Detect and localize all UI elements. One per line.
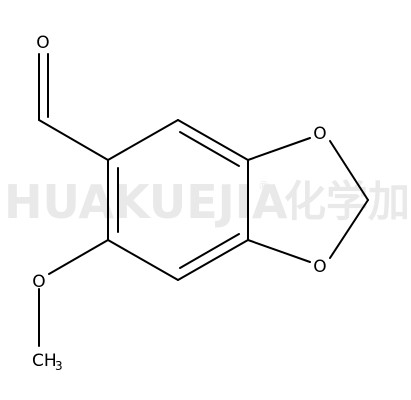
bond-ring-to-cho xyxy=(38,119,109,161)
methylenedioxy-group: O O xyxy=(247,124,369,277)
bond-ring-c4-c5 xyxy=(177,239,249,281)
bond-ring-c1-c2 xyxy=(107,119,179,161)
benzene-ring xyxy=(107,119,249,281)
bond-o-ch2-top xyxy=(329,140,369,201)
watermark-cjk: 化学加 xyxy=(284,177,410,226)
bond-ring-to-o xyxy=(48,239,109,275)
watermark-registered-mark: ® xyxy=(258,179,270,193)
aldehyde-group: O xyxy=(36,33,109,161)
bond-ring-c2-c3-inner xyxy=(179,131,240,167)
bond-c3-o xyxy=(247,137,311,161)
methyl-label: CH xyxy=(32,351,57,371)
bond-ring-c4-c5-inner xyxy=(179,233,240,269)
methyl-subscript: 3 xyxy=(55,359,63,373)
watermark: HUAKUEJIA ® 化学加 xyxy=(4,175,410,229)
bond-ring-c5-c6 xyxy=(107,239,179,281)
bond-ch2-o-bottom xyxy=(329,199,369,259)
watermark-latin: HUAKUEJIA xyxy=(4,175,288,229)
aldehyde-oxygen-label: O xyxy=(36,33,49,53)
ring-oxygen-top-label: O xyxy=(313,124,326,144)
bond-ring-c2-c3 xyxy=(177,119,249,161)
bond-c4-o xyxy=(247,239,311,263)
methoxy-oxygen-label: O xyxy=(32,272,45,292)
methoxy-group: O CH 3 xyxy=(32,239,109,373)
ring-oxygen-bottom-label: O xyxy=(313,257,326,277)
